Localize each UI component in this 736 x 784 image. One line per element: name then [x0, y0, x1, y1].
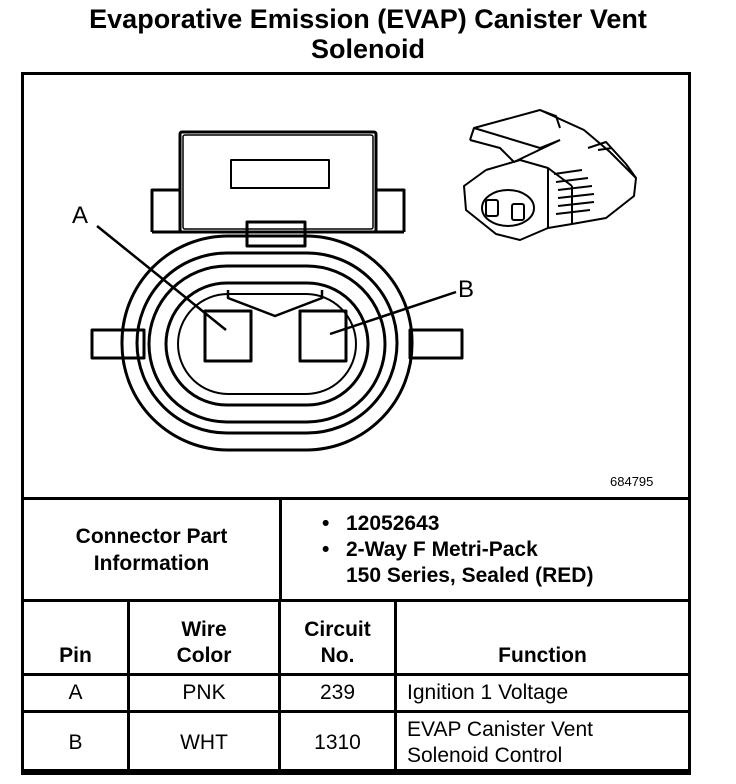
pin-cell: A	[21, 673, 130, 713]
header-wire-color: Wire Color	[127, 599, 281, 676]
function-cell: Ignition 1 Voltage	[394, 673, 691, 713]
header-function: Function	[394, 599, 691, 676]
label-b: B	[458, 276, 475, 303]
right-mounting-tab	[408, 328, 464, 360]
table-row: B WHT 1310 EVAP Canister Vent Solenoid C…	[21, 710, 691, 775]
connector-info-values: 12052643 2-Way F Metri-Pack 150 Series, …	[279, 497, 691, 602]
title-line-1: Evaporative Emission (EVAP) Canister Ven…	[89, 4, 647, 34]
connector-lock-housing	[150, 130, 406, 248]
circuit-cell: 1310	[278, 710, 397, 775]
left-mounting-tab	[90, 328, 146, 360]
pin-table: Pin Wire Color Circuit No. Function A PN…	[21, 599, 691, 775]
connector-face	[120, 234, 414, 452]
pin-table-header: Pin Wire Color Circuit No. Function	[21, 599, 691, 676]
connector-perspective-view	[463, 109, 637, 241]
connector-info-label: Connector Part Information	[21, 497, 282, 602]
wire-color-cell: PNK	[127, 673, 281, 713]
label-a: A	[72, 202, 89, 229]
leader-line-b	[329, 290, 457, 336]
page-title: Evaporative Emission (EVAP) Canister Ven…	[0, 4, 736, 64]
header-pin: Pin	[21, 599, 130, 676]
function-cell: EVAP Canister Vent Solenoid Control	[394, 710, 691, 775]
title-line-2: Solenoid	[311, 34, 425, 64]
part-number: 12052643	[322, 511, 688, 537]
circuit-cell: 239	[278, 673, 397, 713]
connector-info-table: Connector Part Information 12052643 2-Wa…	[21, 497, 691, 602]
pin-cell: B	[21, 710, 130, 775]
connector-description: 2-Way F Metri-Pack 150 Series, Sealed (R…	[322, 537, 688, 589]
header-circuit-no: Circuit No.	[278, 599, 397, 676]
table-row: A PNK 239 Ignition 1 Voltage	[21, 673, 691, 713]
wire-color-cell: WHT	[127, 710, 281, 775]
connector-diagram	[90, 109, 637, 452]
figure-number: 684795	[610, 474, 654, 489]
terminal-b	[298, 309, 348, 363]
terminal-a	[203, 309, 253, 363]
leader-line-a	[96, 225, 227, 331]
